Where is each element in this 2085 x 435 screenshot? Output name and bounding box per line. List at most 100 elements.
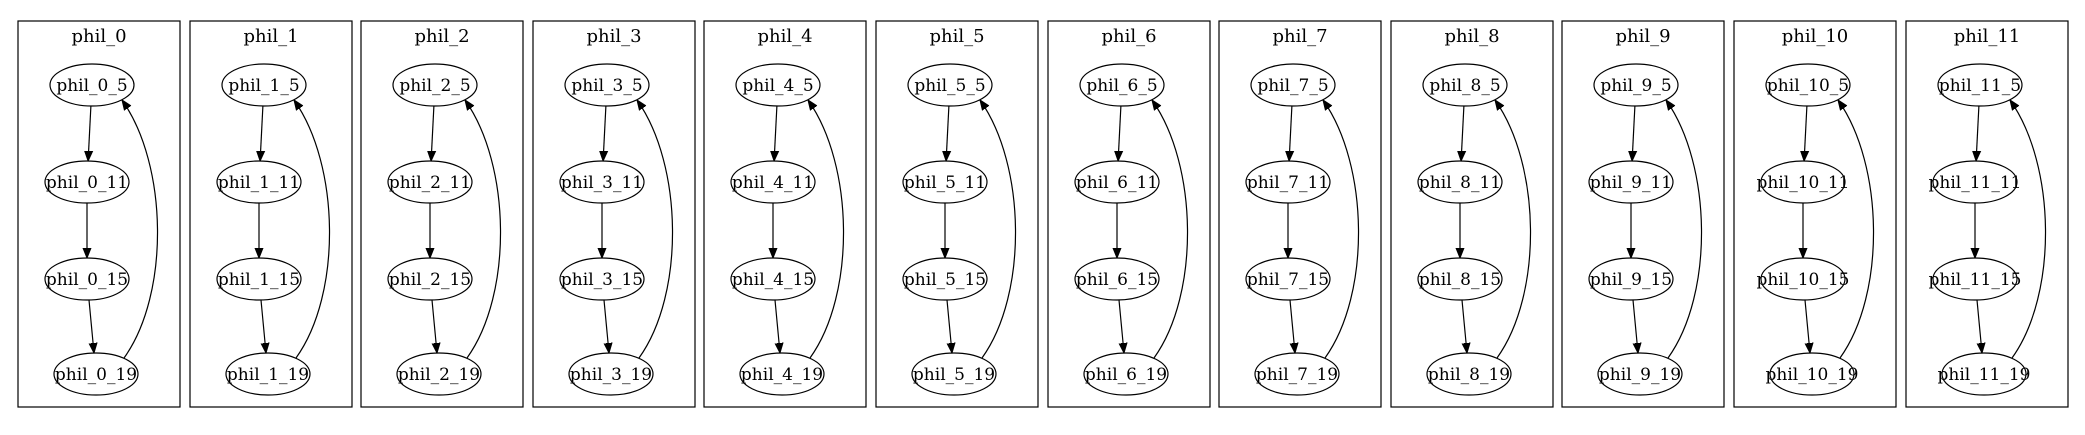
node-ellipse (902, 160, 988, 204)
node-label: phil_1_5 (228, 76, 299, 96)
node-ellipse (730, 160, 816, 204)
node-ellipse (1254, 352, 1340, 396)
node-phil_0_5: phil_0_5 (49, 63, 135, 107)
node-phil_4_15: phil_4_15 (730, 257, 816, 301)
node-phil_4_11: phil_4_11 (730, 160, 816, 204)
node-ellipse (1074, 257, 1160, 301)
cluster-label: phil_11 (1954, 26, 2021, 47)
cluster-label: phil_3 (586, 26, 641, 47)
node-label: phil_6_19 (1085, 365, 1167, 385)
node-phil_1_15: phil_1_15 (216, 257, 302, 301)
node-label: phil_3_19 (570, 365, 652, 385)
edge-phil_11_5-to-phil_11_11 (1976, 105, 1979, 161)
node-ellipse (568, 352, 654, 396)
node-label: phil_4_19 (741, 365, 823, 385)
cluster-label: phil_10 (1782, 26, 1849, 47)
node-ellipse (1760, 257, 1846, 301)
node-ellipse (1422, 63, 1508, 107)
node-ellipse (49, 63, 135, 107)
cluster-label: phil_8 (1444, 26, 1499, 47)
node-label: phil_2_5 (399, 76, 470, 96)
node-ellipse (1769, 352, 1855, 396)
cluster-label: phil_4 (757, 26, 812, 47)
node-ellipse (1588, 160, 1674, 204)
node-label: phil_1_19 (227, 365, 309, 385)
node-phil_6_11: phil_6_11 (1074, 160, 1160, 204)
node-phil_3_15: phil_3_15 (559, 257, 645, 301)
cluster-label: phil_5 (929, 26, 984, 47)
node-phil_7_19: phil_7_19 (1254, 352, 1340, 396)
node-ellipse (392, 63, 478, 107)
cluster-phil_1: phil_1phil_1_5phil_1_11phil_1_15phil_1_1… (189, 20, 353, 408)
node-phil_10_11: phil_10_11 (1757, 160, 1849, 204)
edge-phil_7_15-to-phil_7_19 (1290, 299, 1295, 353)
node-ellipse (1932, 257, 2018, 301)
edge-phil_1_15-to-phil_1_19 (261, 299, 266, 353)
edge-phil_11_19-to-phil_11_5 (2010, 100, 2047, 359)
node-ellipse (44, 257, 130, 301)
node-label: phil_8_5 (1429, 76, 1500, 96)
edge-phil_10_5-to-phil_10_11 (1804, 105, 1807, 161)
node-label: phil_11_5 (1939, 76, 2021, 96)
node-phil_3_5: phil_3_5 (564, 63, 650, 107)
node-ellipse (1245, 160, 1331, 204)
node-label: phil_8_15 (1419, 270, 1501, 290)
node-phil_4_19: phil_4_19 (739, 352, 825, 396)
node-phil_2_5: phil_2_5 (392, 63, 478, 107)
cluster-label: phil_1 (243, 26, 298, 47)
edge-phil_7_19-to-phil_7_5 (1323, 100, 1360, 359)
node-phil_2_19: phil_2_19 (396, 352, 482, 396)
node-phil_10_15: phil_10_15 (1757, 257, 1850, 301)
node-phil_5_15: phil_5_15 (902, 257, 988, 301)
edge-phil_11_15-to-phil_11_19 (1977, 299, 1982, 353)
cluster-phil_4: phil_4 phil_4_5 phil_4_11 phil_4_15 phil_4_1… (703, 20, 867, 408)
cluster-phil_5: phil_5phil_5_5phil_5_11phil_5_15phil_5_1… (875, 20, 1039, 408)
node-ellipse (53, 352, 139, 396)
edge-phil_9_15-to-phil_9_19 (1633, 299, 1638, 353)
node-phil_5_5: phil_5_5 (907, 63, 993, 107)
node-phil_9_11: phil_9_11 (1588, 160, 1674, 204)
node-phil_8_15: phil_8_15 (1417, 257, 1503, 301)
edge-phil_4_5-to-phil_4_11 (774, 105, 777, 161)
node-label: phil_11_11 (1929, 173, 2022, 193)
node-ellipse (1417, 160, 1503, 204)
node-phil_0_19: phil_0_19 (53, 352, 139, 396)
node-phil_6_15: phil_6_15 (1074, 257, 1160, 301)
node-label: phil_7_19 (1256, 365, 1338, 385)
node-label: phil_6_5 (1086, 76, 1157, 96)
node-label: phil_0_5 (56, 76, 127, 96)
node-phil_0_11: phil_0_11 (44, 160, 130, 204)
node-ellipse (907, 63, 993, 107)
node-ellipse (1417, 257, 1503, 301)
cluster-phil_0: phil_0phil_0_5phil_0_11phil_0_15phil_0_1… (17, 20, 181, 408)
node-phil_1_19: phil_1_19 (225, 352, 311, 396)
node-phil_8_5: phil_8_5 (1422, 63, 1508, 107)
edge-phil_10_19-to-phil_10_5 (1838, 100, 1875, 359)
node-ellipse (1760, 160, 1846, 204)
node-phil_9_15: phil_9_15 (1588, 257, 1674, 301)
node-phil_4_5: phil_4_5 (735, 63, 821, 107)
edge-phil_7_5-to-phil_7_11 (1289, 105, 1292, 161)
edge-phil_2_5-to-phil_2_11 (431, 105, 434, 161)
node-label: phil_10_5 (1767, 76, 1849, 96)
node-ellipse (1937, 63, 2023, 107)
node-ellipse (1426, 352, 1512, 396)
cluster-label: phil_2 (414, 26, 469, 47)
edge-phil_0_15-to-phil_0_19 (89, 299, 94, 353)
node-ellipse (1074, 160, 1160, 204)
edge-phil_9_19-to-phil_9_5 (1666, 100, 1703, 359)
node-label: phil_10_15 (1757, 270, 1850, 290)
node-phil_6_5: phil_6_5 (1079, 63, 1165, 107)
node-label: phil_1_15 (218, 270, 300, 290)
node-label: phil_4_11 (732, 173, 814, 193)
node-phil_5_11: phil_5_11 (902, 160, 988, 204)
node-label: phil_7_11 (1247, 173, 1329, 193)
cluster-phil_8: phil_8phil_8_5phil_8_11phil_8_15phil_8_1… (1390, 20, 1554, 408)
edge-phil_2_19-to-phil_2_5 (465, 100, 502, 359)
cluster-phil_9: phil_9phil_9_5phil_9_11phil_9_15phil_9_1… (1561, 20, 1725, 408)
node-ellipse (559, 160, 645, 204)
node-ellipse (1941, 352, 2027, 396)
node-phil_3_11: phil_3_11 (559, 160, 645, 204)
cluster-phil_2: phil_2phil_2_5phil_2_11phil_2_15phil_2_1… (360, 20, 524, 408)
node-phil_10_19: phil_10_19 (1766, 352, 1858, 396)
